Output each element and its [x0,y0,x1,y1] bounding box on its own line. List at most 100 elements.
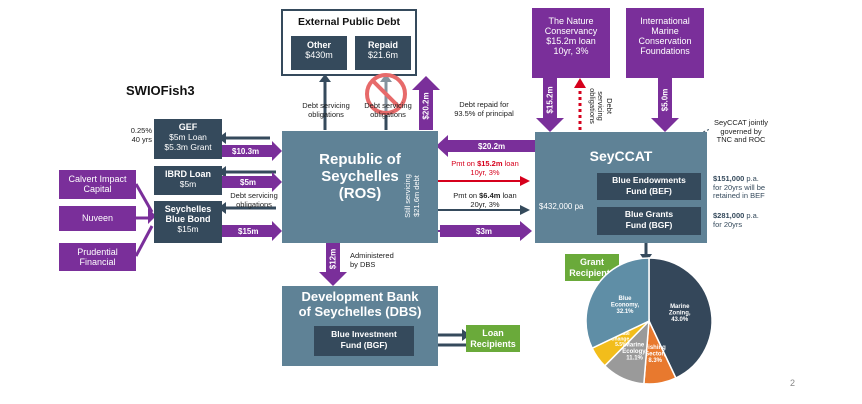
debt-repaid-label: Debt repaid for 93.5% of principal [444,100,524,118]
bef-line2: Fund (BEF) [626,186,672,196]
bgf-box: Blue Grants Fund (BGF) [597,207,701,235]
ibrd-value: $5m [179,179,197,189]
debt-repaid-l1: Debt repaid for [459,100,509,109]
debt-servicing-label-3: Debt servicing obligations [224,191,284,209]
bgf-note-l2: for 20yrs [713,219,743,229]
pmt2-post: loan [500,191,517,200]
pmt2-pre: Pmt on [453,191,480,200]
grant-recipients-line1: Grant [579,257,604,267]
bef-line1: Blue Endowments [612,175,686,185]
bond-value: $15m [177,224,199,234]
arrow-label-15m: $15m [238,227,259,236]
investor-nuveen: Nuveen [59,206,136,231]
repaid-debt-value: $21.6m [367,50,399,60]
dso1-l2: obligations [308,109,344,119]
imcf-line4: Foundations [640,46,690,56]
gef-rate: 0.25% 40 yrs [128,126,152,144]
pmt1-post: loan [502,159,519,168]
swiofish3-label: SWIOFish3 [126,83,195,98]
pmt-15-2-label: Pmt on $15.2m loan 10yr, 3% [446,159,524,177]
dso2-l2: obligations [370,109,406,119]
investor-prudential-label: Prudential Financial [77,247,118,267]
external-debt-title: External Public Debt [297,16,401,28]
bgf-note-l1: p.a. [744,211,759,220]
seyccat-title: SeyCCAT [589,148,653,164]
blue-bond-box: Seychelles Blue Bond $15m [154,201,222,243]
page-number: 2 [790,378,796,388]
gov-l2: governed by [720,126,762,136]
dso1-l1: Debt servicing [302,101,350,110]
gov-l3: TNC and ROC [716,135,766,144]
dbs-box: Development Bank of Seychelles (DBS) Blu… [282,286,438,366]
ibrd-box: IBRD Loan $5m [154,166,222,195]
pmt-6-4-label: Pmt on $6.4m loan 20yr, 3% [446,191,524,209]
bond-line2: Blue Bond [165,214,211,224]
imcf-line3: Conservation [638,36,692,46]
other-debt-value: $430m [305,50,333,60]
investor-calvert: Calvert Impact Capital [59,170,136,199]
bif-box: Blue Investment Fund (BGF) [314,326,414,356]
governance-label: SeyCCAT jointly governed by TNC and ROC [708,118,774,145]
gef-rate-value: 0.25% [130,126,152,135]
bgf-note: $281,000 p.a. for 20yrs [713,211,759,229]
bgf-note-amt: $281,000 [713,211,745,220]
bgf-line2: Fund (BGF) [625,220,673,230]
ibrd-title: IBRD Loan [165,169,211,179]
dbs-line1: Development Bank [301,289,419,304]
investor-prudential: Prudential Financial [59,243,136,271]
loan-recipients-box: Loan Recipients [466,325,520,352]
tnc-line3: $15.2m loan [546,36,596,46]
arrow-label-3m: $3m [476,227,493,236]
dso2-l1: Debt servicing [364,101,412,110]
arrow-label-10-3: $10.3m [232,147,260,156]
bef-note: $151,000 p.a. for 20yrs will be retained… [713,174,765,201]
ros-line1: Republic of [319,151,401,168]
ros-line2: Seychelles [321,168,399,185]
other-debt-label: Other [306,40,331,50]
pmt2-amt: $6.4m [479,191,501,200]
ros-line3: (ROS) [338,185,382,202]
investor-calvert-label: Calvert Impact Capital [68,174,127,194]
gef-grant: $5.3m Grant [164,142,212,152]
pmt1-terms: 10yr, 3% [470,167,500,177]
seyccat-box: SeyCCAT Blue Endowments Fund (BEF) Blue … [535,132,707,243]
dso3-l2: obligations [236,199,272,209]
dso3-l1: Debt servicing [230,191,278,200]
bond-line1: Seychelles [164,204,212,214]
gov-l1: SeyCCAT jointly [714,118,768,127]
bef-box: Blue Endowments Fund (BEF) [597,173,701,200]
loan-recipients-line2: Recipients [470,339,516,349]
gef-term-value: 40 yrs [131,134,152,144]
imcf-box: International Marine Conservation Founda… [626,8,704,78]
gef-title: GEF [178,122,198,132]
external-public-debt-box: External Public Debt Other $430m Repaid … [281,9,417,76]
arrow-label-5m: $5m [240,178,257,187]
bef-note-l1: p.a. [744,174,759,183]
bif-line2: Fund (BGF) [340,340,388,350]
pmt1-pre: Pmt on [451,159,478,168]
bef-note-l3: retained in BEF [713,191,765,200]
gef-box: GEF $5m Loan $5.3m Grant [154,119,222,159]
tnc-box: The Nature Conservancy $15.2m loan 10yr,… [532,8,610,78]
pmt1-amt: $15.2m [477,159,503,168]
tnc-line4: 10yr, 3% [553,46,589,56]
debt-repaid-l2: 93.5% of principal [454,108,514,118]
pie-slice-blue-economy [585,257,650,350]
arrow-label-20-2-left: $20.2m [478,142,506,151]
imcf-line2: Marine [651,26,679,36]
gef-loan: $5m Loan [169,132,207,142]
loan-recipients-line1: Loan [482,328,504,338]
bif-line1: Blue Investment [331,329,397,339]
repaid-debt-label: Repaid [367,40,398,50]
bgf-line1: Blue Grants [624,209,674,219]
admin-l2: by DBS [350,259,376,269]
tnc-line2: Conservancy [544,26,598,36]
administered-label: Administered by DBS [350,251,394,269]
debt-servicing-label-1: Debt servicing obligations [296,101,356,119]
pmt2-terms: 20yr, 3% [470,199,500,209]
